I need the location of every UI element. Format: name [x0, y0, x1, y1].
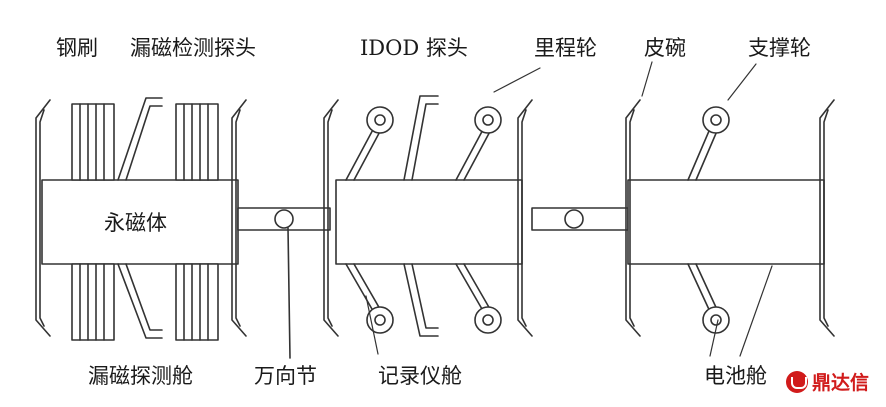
mfl-probe-top — [117, 97, 163, 181]
steel-brush-top-2 — [175, 103, 219, 181]
universal-joint-1 — [237, 207, 331, 359]
cup-recorder-left — [323, 99, 339, 337]
label-idod-probe: IDOD 探头 — [360, 36, 468, 60]
idod-probe-top — [403, 95, 439, 181]
watermark: 鼎达信 — [786, 368, 869, 395]
idod-arm-bottom-left — [345, 263, 394, 334]
label-mfl-probe: 漏磁检测探头 — [130, 36, 256, 60]
permanent-magnet-body — [41, 179, 239, 265]
cup-battery-right — [819, 99, 835, 337]
steel-brush-bottom-1 — [71, 263, 115, 341]
cup-mfl-left — [35, 99, 51, 337]
universal-joint-2 — [531, 207, 629, 231]
cup-battery-left — [625, 99, 641, 337]
label-steel-brush: 钢刷 — [56, 36, 98, 60]
support-wheel-bottom — [687, 263, 730, 334]
idod-arm-top-left — [345, 106, 394, 181]
label-odometer-wheel: 里程轮 — [534, 36, 597, 60]
recorder-cabin-drawing — [323, 95, 533, 337]
mfl-probe-bottom — [117, 263, 163, 339]
label-universal-joint: 万向节 — [254, 364, 317, 388]
battery-body — [627, 179, 825, 265]
watermark-text: 鼎达信 — [812, 372, 870, 394]
idod-probe-bottom — [403, 263, 439, 337]
label-recorder-cabin: 记录仪舱 — [378, 364, 462, 388]
label-permanent-magnet: 永磁体 — [104, 211, 167, 235]
cup-mfl-right — [231, 99, 247, 337]
mfl-cabin-drawing — [35, 97, 247, 341]
cup-recorder-right — [517, 99, 533, 337]
support-wheel-top — [687, 106, 730, 181]
odometer-wheel-top — [455, 106, 502, 181]
recorder-body — [335, 179, 523, 265]
battery-cabin-drawing — [625, 99, 835, 337]
steel-brush-top-1 — [71, 103, 115, 181]
label-support-wheel: 支撑轮 — [748, 36, 811, 60]
odometer-wheel-bottom — [455, 263, 502, 334]
seal-icon — [786, 370, 808, 393]
label-mfl-cabin: 漏磁探测舱 — [88, 364, 193, 388]
leader-lines — [365, 61, 773, 357]
steel-brush-bottom-2 — [175, 263, 219, 341]
label-battery-cabin: 电池舱 — [704, 364, 767, 388]
label-cup: 皮碗 — [644, 36, 686, 60]
